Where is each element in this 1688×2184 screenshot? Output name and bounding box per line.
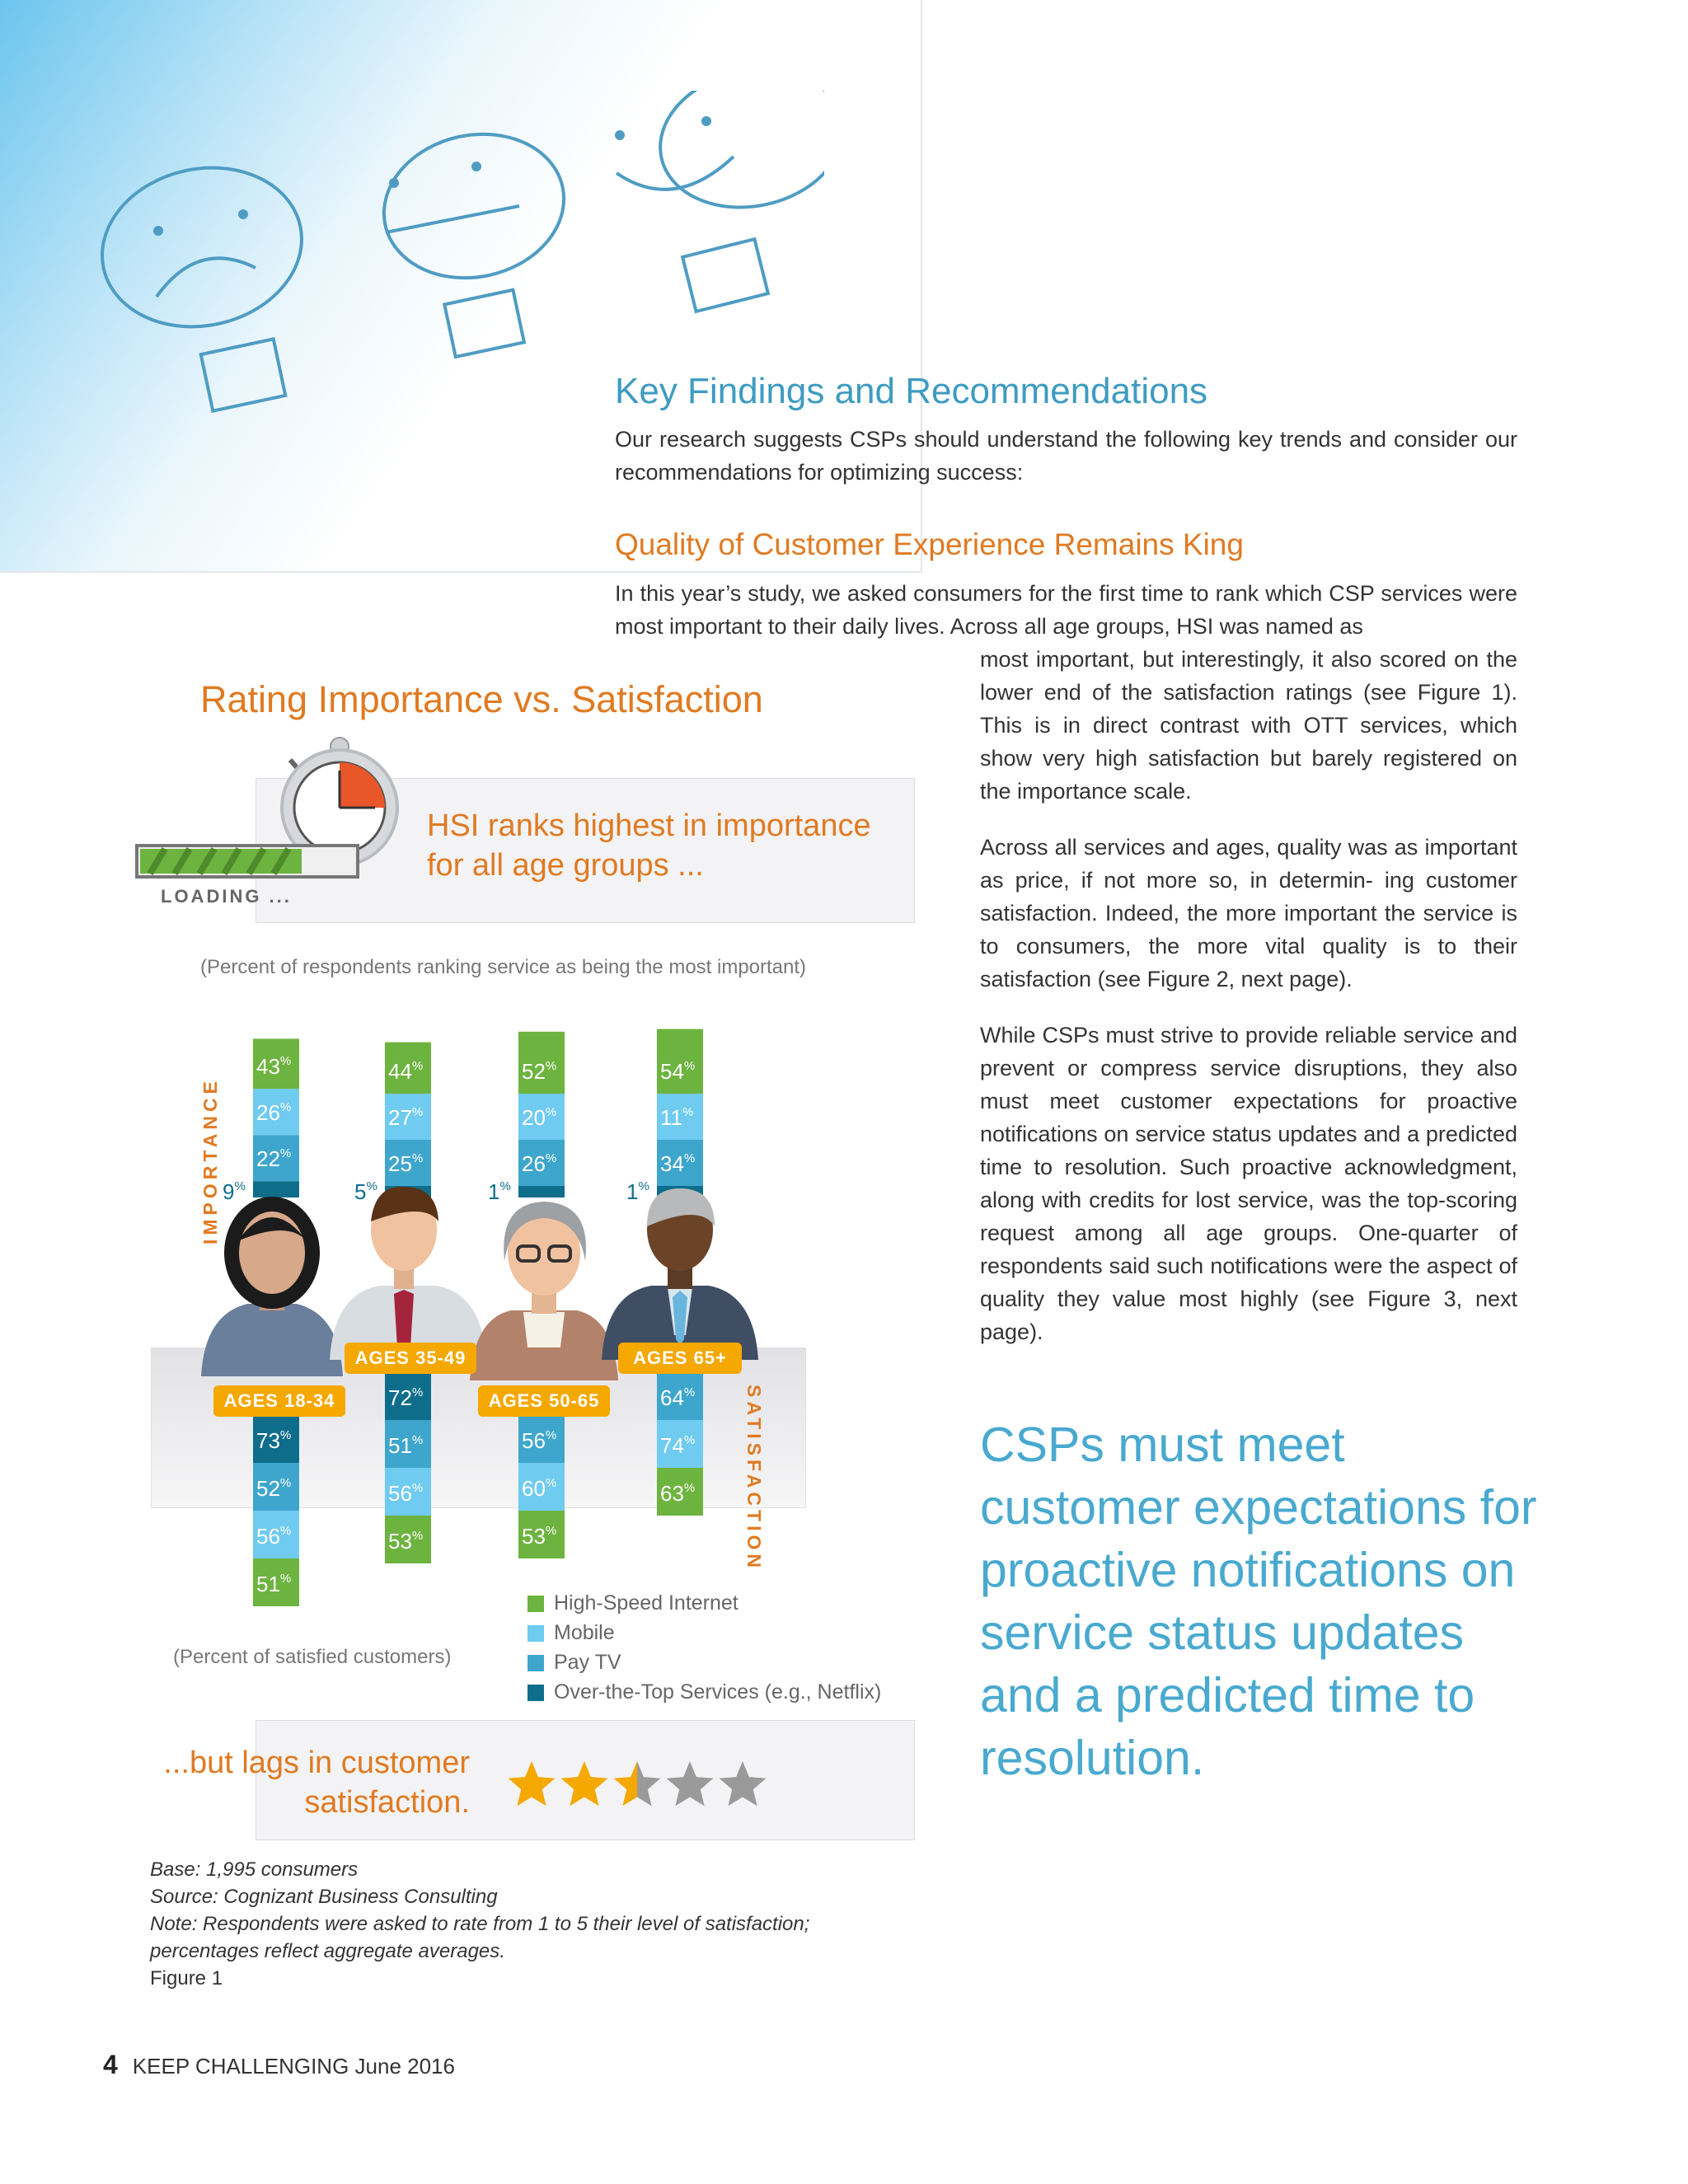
- method-note: Note: Respondents were asked to rate fro…: [150, 1913, 810, 1962]
- satisfaction-bar: [253, 1511, 299, 1558]
- base-note: Base: 1,995 consumers: [150, 1858, 359, 1881]
- page-number: 4: [103, 2050, 118, 2079]
- person-icon-50-65: [470, 1202, 618, 1380]
- importance-bar: [385, 1042, 431, 1049]
- person-icon-35-49: [330, 1186, 486, 1360]
- satisfaction-bar: [385, 1468, 431, 1516]
- callout-bottom: ...but lags in customer satisfaction.: [163, 1746, 470, 1820]
- satisfaction-caption: (Percent of satisfied customers): [173, 1646, 452, 1668]
- people-illustration: [201, 1186, 758, 1380]
- importance-bar: [253, 1135, 299, 1182]
- divider: [921, 0, 922, 573]
- pull-quote: CSPs must meet customer expectations for…: [980, 1418, 1537, 1785]
- importance-bar: [518, 1047, 565, 1094]
- satisfaction-bar: [518, 1463, 565, 1511]
- page-footer: 4 KEEP CHALLENGING June 2016: [103, 2050, 455, 2080]
- figure-label: Figure 1: [150, 1967, 223, 1990]
- importance-bar: [657, 1140, 703, 1186]
- legend-item: Pay TV: [528, 1648, 621, 1676]
- importance-bar: [518, 1186, 565, 1197]
- satisfaction-bar: [657, 1372, 703, 1420]
- importance-bar: [385, 1140, 431, 1186]
- importance-value-label: 44%: [388, 1059, 423, 1084]
- importance-bar: [253, 1089, 299, 1136]
- satisfaction-bar: [385, 1420, 431, 1468]
- star-icon: [719, 1761, 767, 1807]
- importance-value-label: 1%: [488, 1179, 511, 1204]
- satisfaction-bar: [385, 1372, 431, 1420]
- star-icon: [560, 1761, 608, 1807]
- importance-bar: [657, 1047, 703, 1094]
- person-icon-65-plus: [602, 1188, 758, 1360]
- satisfaction-bar: [253, 1415, 299, 1463]
- age-badge: AGES 50-65: [478, 1385, 610, 1417]
- stopwatch-icon: [280, 737, 399, 867]
- intro-paragraph: Our research suggests CSPs should unders…: [615, 427, 1517, 485]
- body-paragraph: Across all services and ages, quality wa…: [980, 835, 1517, 991]
- happy-face-icon: [615, 91, 824, 314]
- star-icon: [508, 1761, 556, 1807]
- person-icon-18-34: [201, 1197, 343, 1376]
- importance-bar: [385, 1047, 431, 1094]
- body-paragraph: While CSPs must strive to provide reliab…: [980, 1023, 1517, 1344]
- importance-bar: [657, 1094, 703, 1140]
- satisfaction-bar: [518, 1511, 565, 1558]
- legend-swatch: [528, 1596, 544, 1612]
- body-column: most important, but interestingly, it al…: [980, 643, 1517, 1371]
- satisfaction-value-label: 56%: [256, 1524, 291, 1549]
- age-badge: AGES 35-49: [345, 1343, 476, 1374]
- source-note: Source: Cognizant Business Consulting: [150, 1886, 498, 1908]
- importance-bar: [253, 1043, 299, 1090]
- importance-bar: [518, 1140, 565, 1186]
- satisfaction-axis-label: SATISFACTION: [743, 1385, 765, 1572]
- satisfaction-bar: [253, 1463, 299, 1511]
- subhead: Quality of Customer Experience Remains K…: [615, 527, 1244, 561]
- loading-bar-icon: [135, 844, 359, 879]
- legend-item: High-Speed Internet: [528, 1589, 738, 1617]
- legend: High-Speed Internet Mobile Pay TV Over-t…: [0, 1589, 915, 1713]
- body-paragraph-wide: In this year’s study, we asked consumers…: [615, 581, 1517, 639]
- figure-notes: Base: 1,995 consumers Source: Cognizant …: [150, 1856, 892, 1992]
- importance-bar: [518, 1094, 565, 1140]
- importance-bar: [385, 1094, 431, 1140]
- satisfaction-bar: [518, 1415, 565, 1463]
- legend-swatch: [528, 1655, 544, 1671]
- publication-label: KEEP CHALLENGING June 2016: [132, 2054, 455, 2079]
- importance-bar: [657, 1029, 703, 1049]
- divider: [0, 571, 921, 573]
- importance-bar: [253, 1181, 299, 1197]
- satisfaction-bar: [385, 1516, 431, 1563]
- loading-label: LOADING ...: [161, 886, 292, 907]
- figure-title: Rating Importance vs. Satisfaction: [200, 678, 763, 720]
- legend-swatch: [528, 1625, 544, 1642]
- stopwatch-loading-graphic: [135, 737, 399, 879]
- star-icon: [666, 1761, 714, 1807]
- importance-bar: [253, 1038, 299, 1045]
- importance-value-label: 25%: [388, 1151, 423, 1176]
- satisfaction-bar: [657, 1468, 703, 1516]
- satisfaction-bar: [253, 1558, 299, 1606]
- age-badge: AGES 65+: [618, 1343, 742, 1374]
- importance-bar: [518, 1031, 565, 1049]
- importance-caption: (Percent of respondents ranking service …: [200, 956, 807, 978]
- section-title: Key Findings and Recommendations: [615, 371, 1208, 411]
- age-badge: AGES 18-34: [213, 1385, 345, 1417]
- legend-item: Mobile: [528, 1619, 615, 1647]
- hero-illustration: [101, 91, 824, 413]
- legend-item: Over-the-Top Services (e.g., Netflix): [528, 1678, 881, 1706]
- sad-face-icon: [101, 166, 303, 413]
- satisfaction-bar: [657, 1420, 703, 1468]
- legend-swatch: [528, 1685, 544, 1701]
- body-paragraph: most important, but interestingly, it al…: [980, 647, 1517, 804]
- star-icon: [613, 1761, 661, 1807]
- neutral-face-icon: [382, 132, 566, 359]
- star-rating: [508, 1761, 767, 1807]
- callout-top: HSI ranks highest in importance for all …: [427, 808, 871, 883]
